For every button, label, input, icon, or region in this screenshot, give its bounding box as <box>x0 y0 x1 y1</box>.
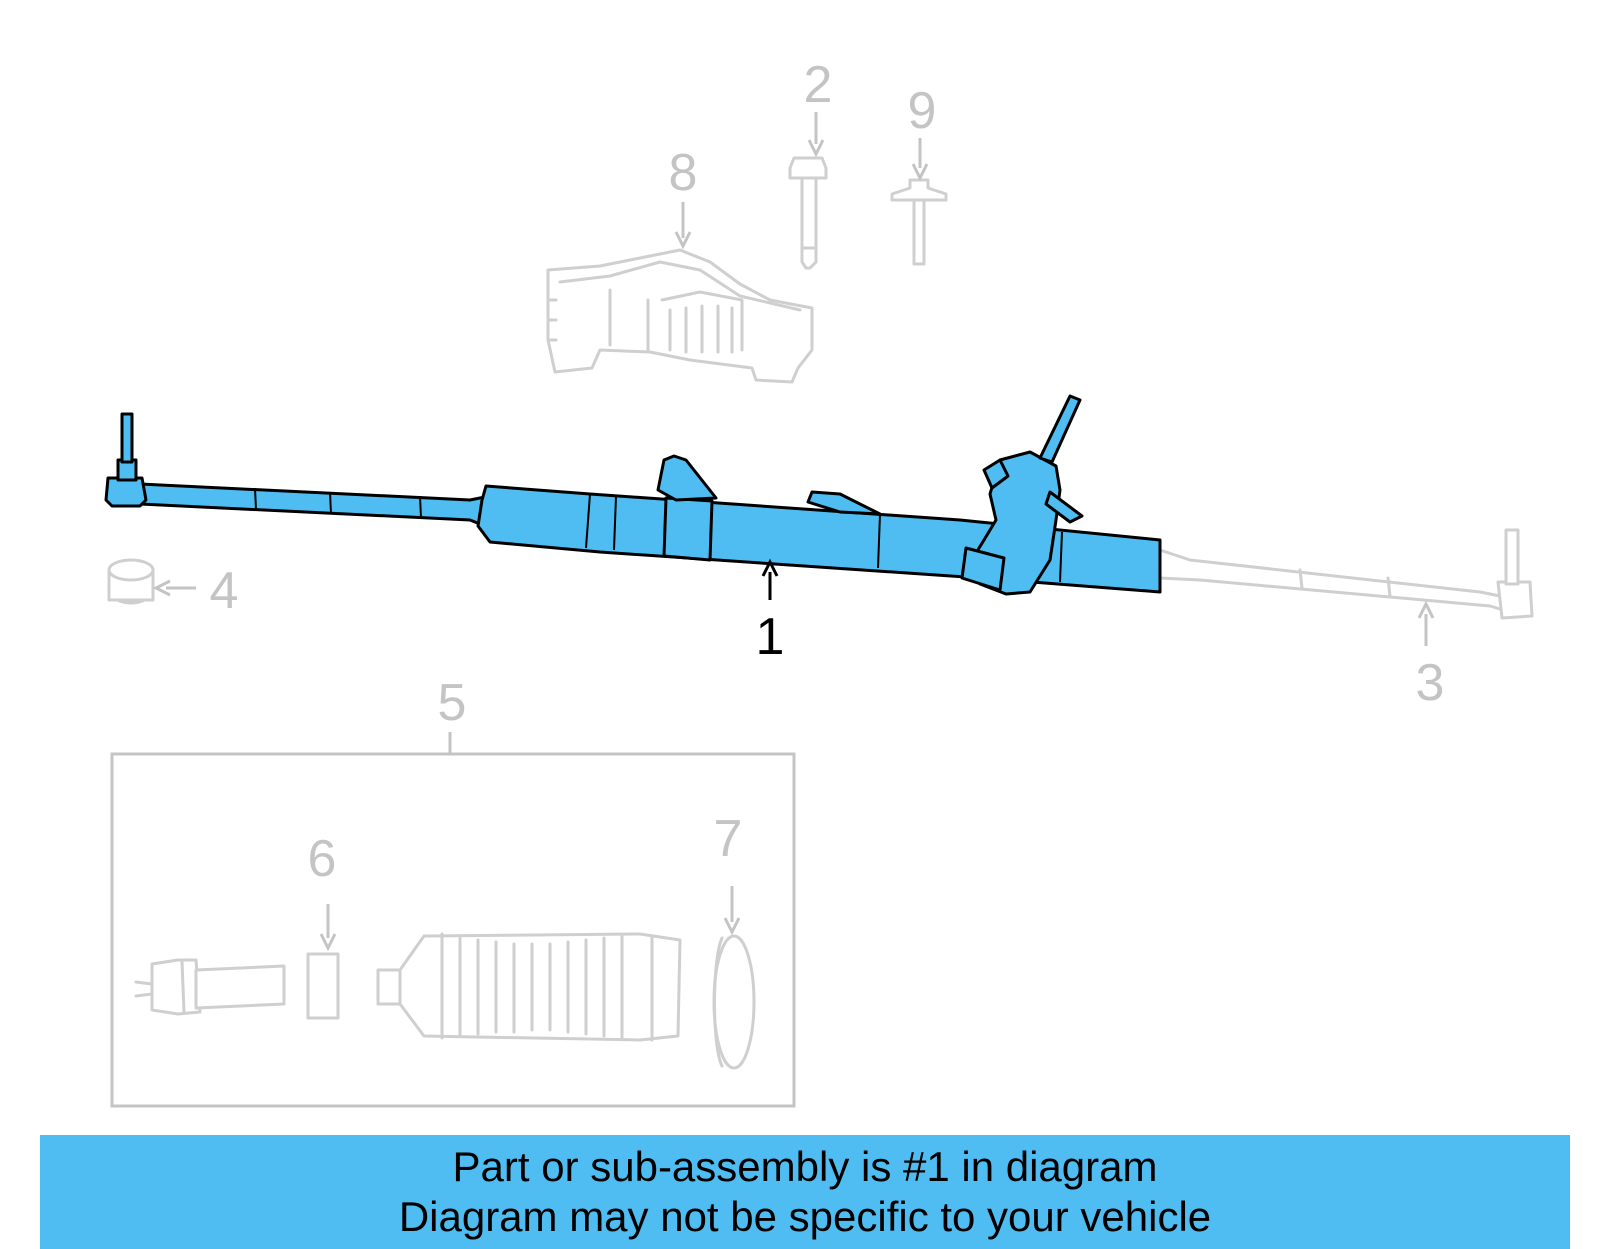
leader-1-arrowhead <box>761 558 779 577</box>
leader-7-arrowhead <box>723 917 741 936</box>
part-5-kit-box[interactable] <box>110 752 796 1108</box>
callout-8[interactable]: 8 <box>669 144 698 202</box>
part-5-inner-tie-rod <box>134 958 286 1016</box>
callout-1[interactable]: 1 <box>756 608 785 666</box>
part-6-clamp[interactable] <box>306 952 340 1020</box>
callout-6[interactable]: 6 <box>308 830 337 888</box>
part-8-bracket[interactable] <box>546 248 814 384</box>
callout-3[interactable]: 3 <box>1416 654 1445 712</box>
callout-4[interactable]: 4 <box>210 562 239 620</box>
leader-3-arrowhead <box>1417 600 1435 619</box>
callout-2[interactable]: 2 <box>804 56 833 114</box>
part-2-bolt[interactable] <box>788 156 828 270</box>
banner-line-2: Diagram may not be specific to your vehi… <box>398 1193 1212 1240</box>
leader-9-arrowhead <box>911 163 929 182</box>
part-1-steering-rack[interactable] <box>104 394 1162 596</box>
part-9-push-pin[interactable] <box>890 178 948 266</box>
leader-8-arrowhead <box>674 231 692 250</box>
callout-9[interactable]: 9 <box>908 82 937 140</box>
part-7-ring[interactable] <box>712 934 756 1070</box>
leader-6-arrowhead <box>319 933 337 952</box>
leader-4-arrowhead <box>152 579 171 597</box>
banner-line-1: Part or sub-assembly is #1 in diagram <box>452 1143 1158 1190</box>
info-banner: Part or sub-assembly is #1 in diagram Di… <box>40 1135 1570 1249</box>
part-3-tie-rod-end[interactable] <box>1158 528 1534 620</box>
callout-5[interactable]: 5 <box>438 674 467 732</box>
part-5-boot <box>376 932 682 1042</box>
part-4-cap[interactable] <box>107 558 155 605</box>
callout-7[interactable]: 7 <box>714 810 743 868</box>
leader-2-arrowhead <box>807 139 825 158</box>
